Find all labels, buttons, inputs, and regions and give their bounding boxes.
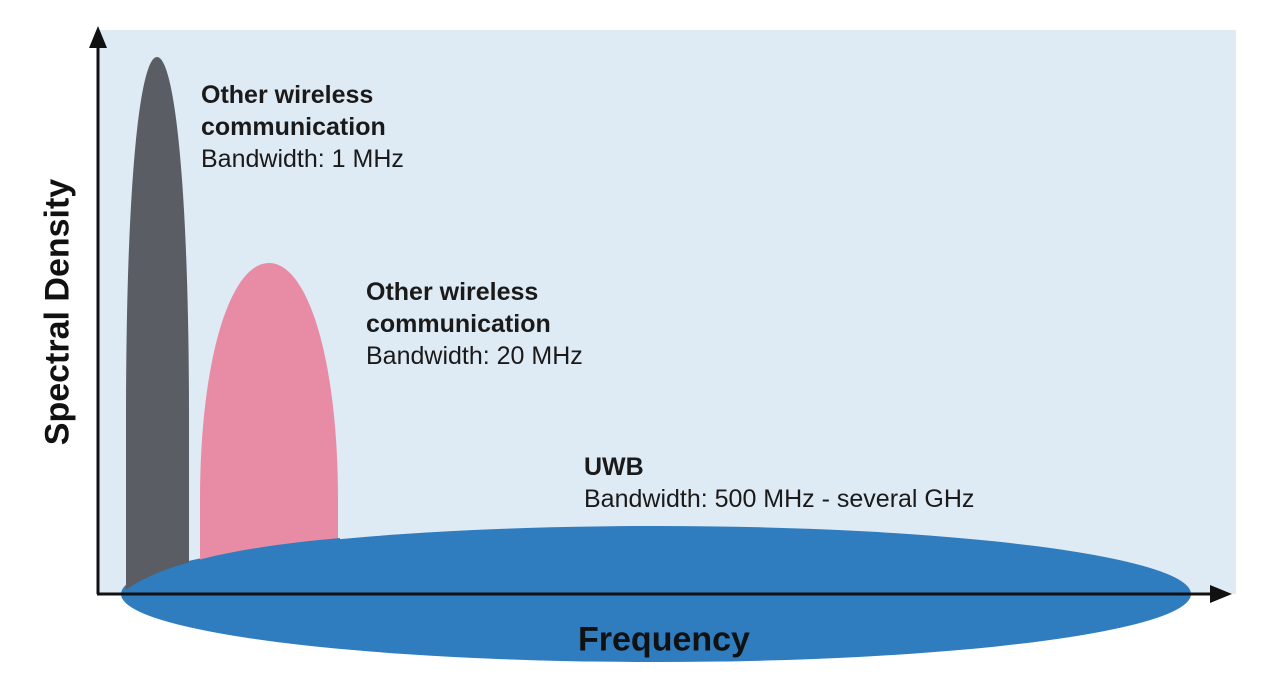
band-1mhz bbox=[126, 57, 189, 594]
x-axis-arrow bbox=[1210, 585, 1232, 603]
signal-bandwidth: Bandwidth: 1 MHz bbox=[201, 145, 404, 173]
band-20mhz bbox=[200, 263, 338, 594]
signal-label-uwb: UWB Bandwidth: 500 MHz - several GHz bbox=[584, 451, 974, 515]
signal-title-line1: UWB bbox=[584, 453, 644, 481]
signal-title-line2: communication bbox=[201, 113, 386, 141]
y-axis-label: Spectral Density bbox=[38, 178, 77, 446]
signal-title-line2: communication bbox=[366, 310, 551, 338]
signal-title-line1: Other wireless bbox=[366, 278, 539, 306]
y-axis-arrow bbox=[89, 26, 107, 48]
signal-label-1mhz: Other wireless communication Bandwidth: … bbox=[201, 79, 404, 175]
uwb-band-front bbox=[121, 538, 340, 594]
signal-bandwidth: Bandwidth: 20 MHz bbox=[366, 342, 583, 370]
signal-label-20mhz: Other wireless communication Bandwidth: … bbox=[366, 276, 583, 372]
signal-title-line1: Other wireless bbox=[201, 81, 374, 109]
x-axis-label: Frequency bbox=[578, 620, 750, 659]
signal-bandwidth: Bandwidth: 500 MHz - several GHz bbox=[584, 485, 975, 513]
